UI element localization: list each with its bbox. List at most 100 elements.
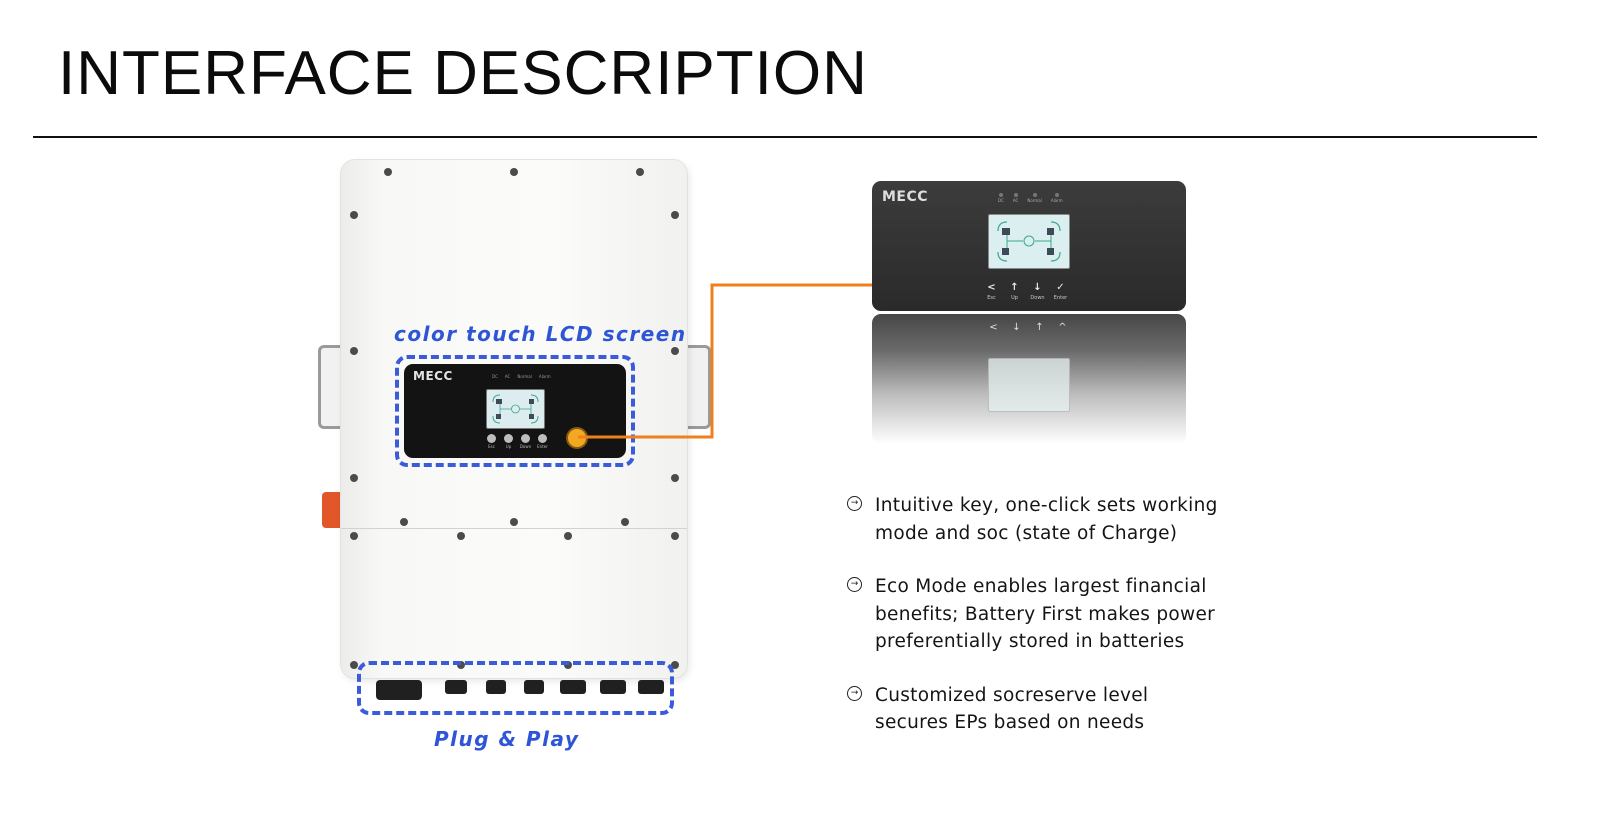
screw [350,474,358,482]
title-divider [33,136,1537,138]
screw [350,347,358,355]
connector-port [445,680,467,694]
down-key: Down [520,434,531,449]
screw [350,211,358,219]
feature-item: → Customized socreserve level secures EP… [847,682,1277,737]
down-key[interactable]: ↓ Down [1030,282,1045,302]
led-label: DC [998,198,1004,203]
key-label: Enter [537,444,548,449]
panel-keys: < Esc ↑ Up ↓ Down ✓ Enter [984,282,1068,302]
screw [350,532,358,540]
screw [457,532,465,540]
check-icon: ✓ [1056,282,1065,293]
led-label: AC [504,374,511,379]
connector-port [524,680,544,694]
screw [457,661,465,669]
screw [400,518,408,526]
feature-item: → Eco Mode enables largest financial ben… [847,573,1277,656]
screw [510,518,518,526]
status-knob [568,429,586,447]
arrow-up-icon: ↑ [1010,282,1019,293]
left-handle [318,345,341,429]
feature-text: Intuitive key, one-click sets working mo… [875,495,1218,544]
screw [671,211,679,219]
key-label: Up [1011,295,1018,301]
lcd-screen [988,214,1070,269]
led-label: AC [1012,198,1019,203]
reflected-key: < [989,322,998,333]
led-ac: AC [1013,193,1018,203]
connector-port [638,680,664,694]
screw [671,532,679,540]
screw [671,661,679,669]
led-label: Normal [517,374,532,379]
esc-key[interactable]: < Esc [984,282,999,302]
led-label: Alarm [1050,198,1063,203]
connector-port [560,680,586,694]
led-normal: Normal [1027,193,1042,203]
led-dc: DC [998,193,1004,203]
zoomed-control-panel: MECC DC AC Normal Alarm < Esc ↑ Up ↓ Down ✓… [872,181,1186,311]
ports-label: Plug & Play [434,727,580,751]
body-seam [341,528,687,529]
led-label: Normal [1027,198,1042,203]
arrow-circle-icon: → [847,496,862,511]
screw [564,661,572,669]
screw [350,661,358,669]
led-label: Alarm [538,374,551,379]
panel-logo: MECC [413,369,453,383]
reflected-key: ↓ [1012,322,1021,333]
key-label: Esc [488,444,495,449]
reflected-keys: < ↓ ↑ ^ [986,322,1070,333]
arrow-down-icon: ↓ [1033,282,1042,293]
screw [384,168,392,176]
key-label: Down [519,444,532,449]
key-label: Down [1030,295,1045,301]
up-key: Up [503,434,514,449]
esc-key: Esc [486,434,497,449]
connector-port [600,680,626,694]
key-label: Up [505,444,512,449]
screen-label: color touch LCD screen [394,322,687,346]
page-title: INTERFACE DESCRIPTION [58,39,868,108]
key-label: Esc [987,295,996,301]
dc-switch [322,492,340,528]
enter-key[interactable]: ✓ Enter [1053,282,1068,302]
up-key[interactable]: ↑ Up [1007,282,1022,302]
ports-highlight-box [357,661,674,715]
cable-gland [376,680,422,700]
screen-highlight-box [395,355,635,467]
inverter-display-panel: MECC DC AC Normal Alarm Esc Up Down Ente… [404,364,626,458]
led-alarm: Alarm [1051,193,1063,203]
panel-reflection: < ↓ ↑ ^ [872,314,1186,444]
energy-flow-diagram-icon [492,394,539,424]
led-indicators: DC AC Normal Alarm [492,374,551,379]
connector-port [486,680,506,694]
feature-list: → Intuitive key, one-click sets working … [847,492,1277,763]
screw [621,518,629,526]
panel-logo: MECC [882,189,929,205]
screw [671,347,679,355]
arrow-circle-icon: → [847,685,862,701]
feature-text: Eco Mode enables largest financial benef… [875,576,1216,652]
key-label: Enter [1053,295,1068,301]
enter-key: Enter [537,434,548,449]
arrow-circle-icon: → [847,577,862,592]
screw [510,168,518,176]
reflected-key: ^ [1058,322,1067,333]
chevron-left-icon: < [987,282,996,293]
energy-flow-diagram-icon [997,221,1061,262]
screw [636,168,644,176]
led-indicators: DC AC Normal Alarm [998,193,1063,203]
reflected-lcd [988,358,1070,412]
feature-item: → Intuitive key, one-click sets working … [847,492,1277,547]
reflected-key: ↑ [1035,322,1044,333]
right-handle [688,345,711,429]
screw [564,532,572,540]
screw [671,474,679,482]
lcd-screen [486,389,545,429]
feature-text: Customized socreserve level secures EPs … [875,684,1149,734]
led-label: DC [492,374,498,379]
panel-keys: Esc Up Down Enter [486,434,548,449]
